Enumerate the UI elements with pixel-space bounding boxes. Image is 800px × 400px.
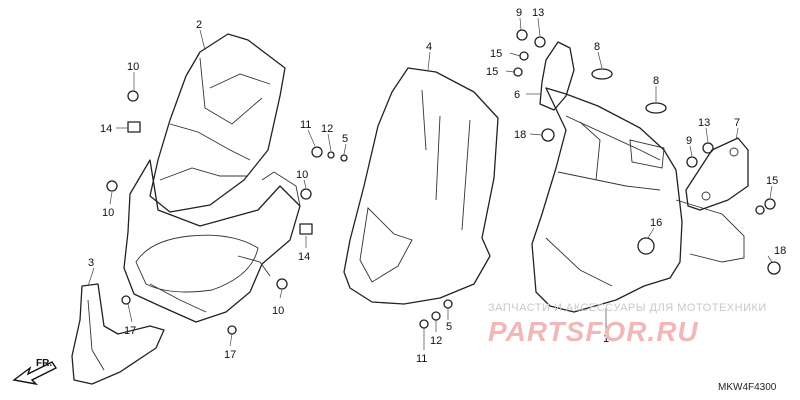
callout-14: 14 — [100, 123, 112, 135]
callout-17: 17 — [224, 349, 236, 361]
callout-17: 17 — [124, 325, 136, 337]
callout-6: 6 — [514, 89, 520, 101]
callout-15: 15 — [490, 48, 502, 60]
callout-13: 13 — [532, 7, 544, 19]
mounting-bracket-6 — [539, 41, 575, 111]
callout-4: 4 — [426, 41, 432, 53]
callout-9: 9 — [686, 135, 692, 147]
callout-15: 15 — [766, 175, 778, 187]
watermark-tagline: ЗАПЧАСТИ И АКСЕССУАРЫ ДЛЯ МОТОТЕХНИКИ — [488, 302, 767, 314]
callout-3: 3 — [88, 257, 94, 269]
callout-13: 13 — [698, 117, 710, 129]
callout-1: 1 — [603, 333, 609, 345]
watermark-logo: PARTSFOR.RU — [488, 316, 699, 347]
stay-frame-part — [531, 87, 745, 313]
windscreen-part — [343, 67, 499, 305]
fasteners — [106, 29, 781, 335]
grommet-8b — [645, 102, 667, 114]
callout-16: 16 — [650, 217, 662, 229]
callout-10: 10 — [102, 207, 114, 219]
callout-5: 5 — [342, 133, 348, 145]
callout-12: 12 — [430, 335, 442, 347]
callout-18: 18 — [514, 129, 526, 141]
callout-7: 7 — [734, 117, 740, 129]
callout-8: 8 — [594, 41, 600, 53]
leader-lines — [87, 17, 773, 350]
callout-11: 11 — [416, 353, 427, 365]
callout-10: 10 — [272, 305, 284, 317]
callout-8: 8 — [653, 75, 659, 87]
callout-9: 9 — [516, 7, 522, 19]
grommet-8a — [591, 68, 613, 80]
callout-12: 12 — [321, 123, 333, 135]
upper-cowl-part — [149, 33, 286, 213]
diagram-code: MKW4F4300 — [718, 382, 777, 393]
front-arrow-label: FR. — [36, 358, 52, 369]
lower-cover-part — [71, 283, 165, 385]
callout-10: 10 — [127, 61, 139, 73]
callout-2: 2 — [196, 19, 202, 31]
front-arrow-icon: FR. — [12, 358, 58, 386]
callout-labels: 2 4 9 13 15 15 8 8 6 10 14 11 12 5 18 9 … — [88, 7, 786, 365]
callout-5: 5 — [446, 321, 452, 333]
callout-10: 10 — [296, 169, 308, 181]
callout-11: 11 — [300, 119, 311, 131]
mounting-bracket-7 — [685, 137, 749, 211]
callout-14: 14 — [298, 251, 310, 263]
inner-fairing-part — [123, 159, 301, 323]
callout-15: 15 — [486, 66, 498, 78]
callout-18: 18 — [774, 245, 786, 257]
